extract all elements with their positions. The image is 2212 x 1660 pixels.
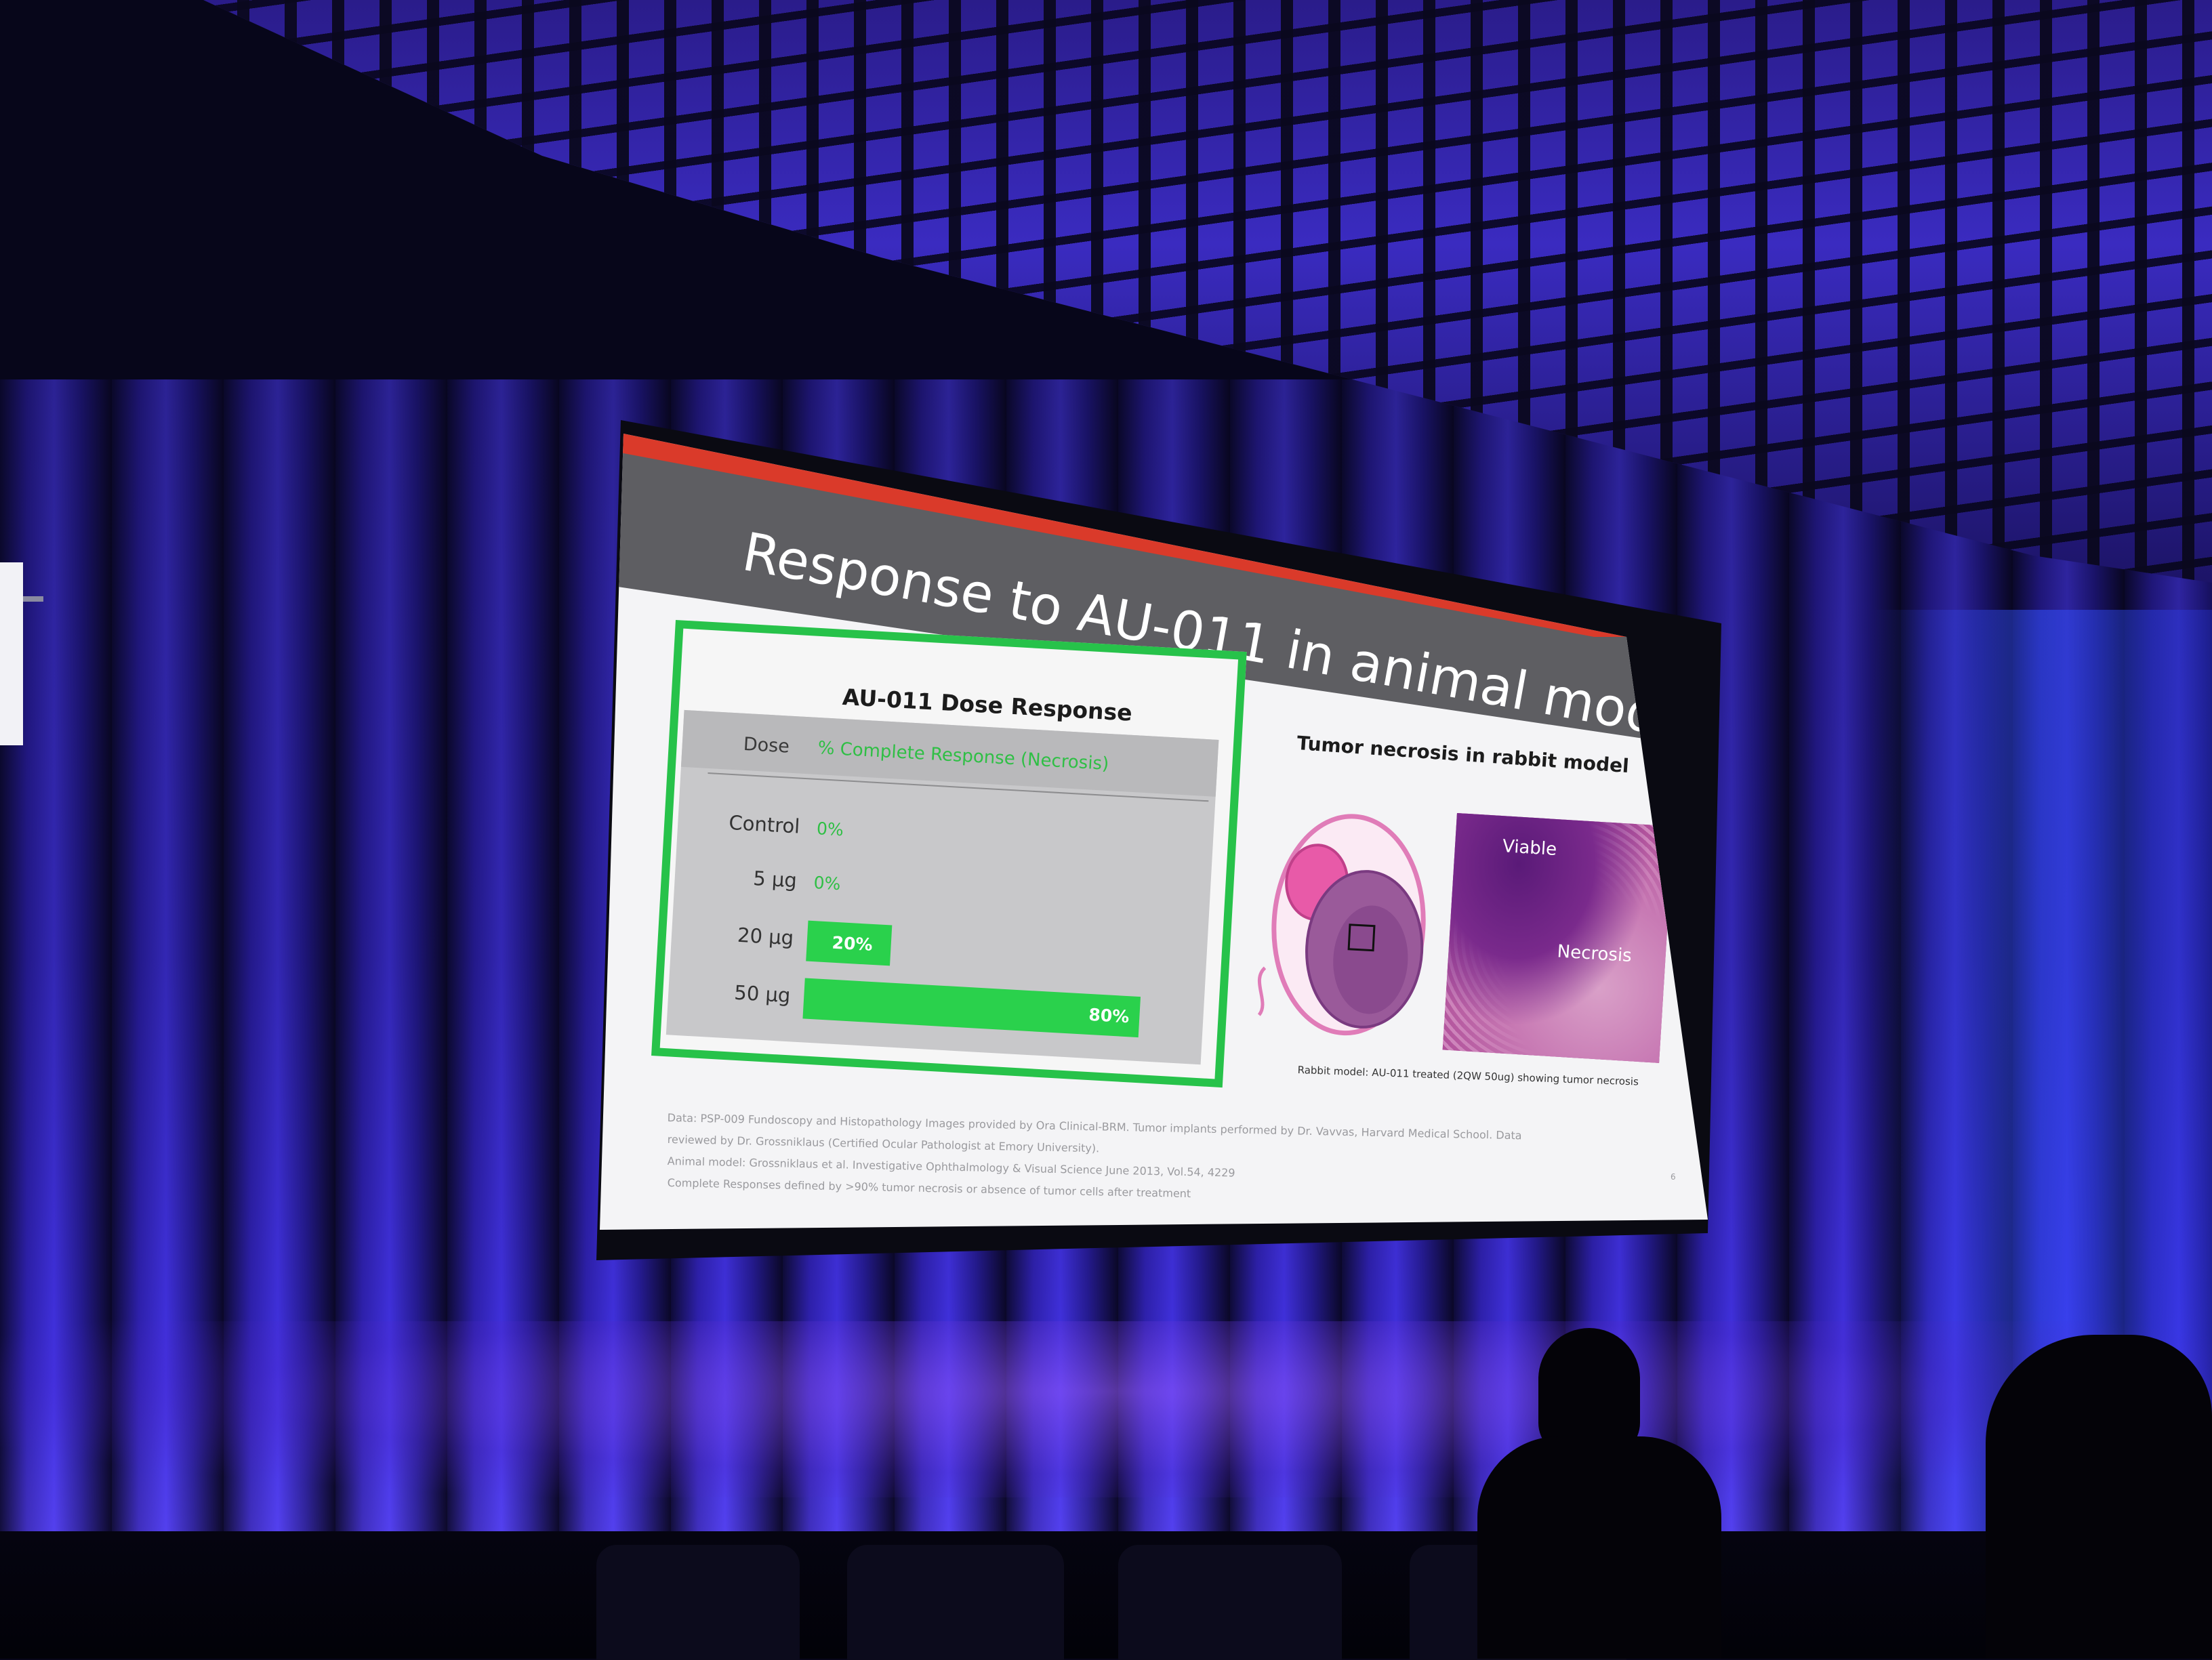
bar-value-label: 20%: [831, 932, 874, 955]
dose-label: 50 µg: [733, 980, 792, 1008]
seat-back: [1118, 1545, 1342, 1660]
chart-title: AU-011 Dose Response: [841, 683, 1133, 726]
zero-value-label: 0%: [816, 818, 844, 840]
column-header-dose: Dose: [743, 733, 790, 758]
footnote-line-2: reviewed by Dr. Grossniklaus (Certified …: [667, 1133, 1100, 1155]
eye-tumor-core: [1333, 905, 1408, 1014]
tissue-histology-image: Viable Necrosis: [1442, 813, 1674, 1063]
zoom-box: [1347, 924, 1376, 952]
dose-response-chart: Dose % Complete Response (Necrosis) Cont…: [665, 709, 1219, 1065]
footnote-line-3: Animal model: Grossniklaus et al. Invest…: [667, 1155, 1235, 1180]
zero-value-label: 0%: [813, 872, 842, 894]
dose-response-panel: AU-011 Dose Response Dose % Complete Res…: [651, 620, 1247, 1088]
audience-seating: [0, 1531, 2212, 1659]
dose-label: 20 µg: [737, 923, 795, 950]
floor-light-glow: [0, 1321, 2212, 1497]
audience-person: [1986, 1335, 2212, 1659]
dose-label: Control: [728, 810, 801, 838]
eye-histology-image: [1257, 814, 1426, 1036]
optic-nerve: [1257, 966, 1267, 1016]
histology-caption: Rabbit model: AU-011 treated (2QW 50ug) …: [1297, 1064, 1639, 1088]
seat-back: [847, 1545, 1064, 1660]
label-viable: Viable: [1502, 836, 1557, 860]
slide-number: 6: [1671, 1172, 1676, 1182]
side-monitor-bracket: [23, 596, 43, 602]
histology-title: Tumor necrosis in rabbit model: [1296, 732, 1630, 778]
side-monitor: [0, 562, 23, 745]
seat-back: [596, 1545, 800, 1660]
audience-body: [1477, 1436, 1721, 1659]
bar-value-label: 80%: [1088, 1004, 1130, 1027]
audience-head: [1538, 1328, 1640, 1457]
footnote-line-4: Complete Responses defined by >90% tumor…: [667, 1176, 1191, 1201]
dose-label: 5 µg: [752, 867, 798, 892]
label-necrosis: Necrosis: [1556, 941, 1633, 967]
